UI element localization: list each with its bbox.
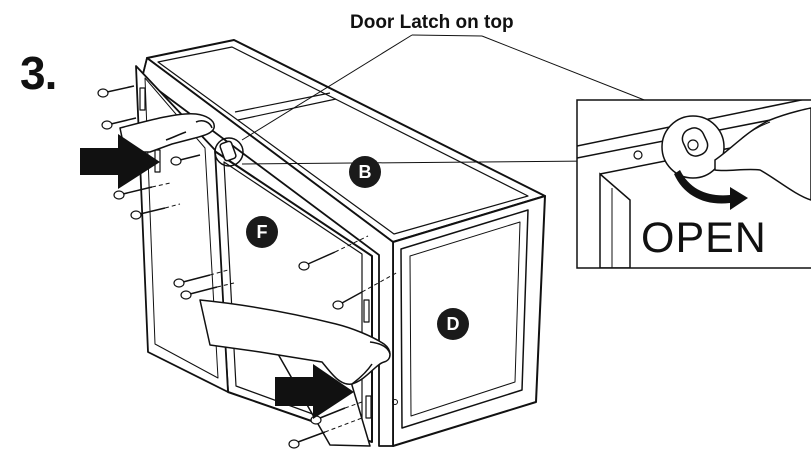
screw-icon: [180, 282, 235, 300]
knob: [392, 399, 398, 405]
curved-arrow-icon: [674, 170, 748, 210]
screw-icon: [288, 417, 363, 449]
hand-icon: [199, 299, 391, 385]
hinge: [365, 395, 372, 419]
screws: [97, 85, 399, 449]
part-label-f: F: [246, 216, 278, 248]
screw-icon: [170, 154, 201, 166]
callout-detail: [576, 99, 811, 269]
latch-icon: [214, 137, 244, 167]
callout-title: Door Latch on top: [350, 12, 514, 33]
screw-icon: [298, 235, 369, 271]
arrow-right-icon: [275, 364, 354, 419]
screw-icon: [113, 182, 171, 200]
part-label-b: B: [349, 156, 381, 188]
screw-icon: [130, 203, 181, 220]
side-panel: [392, 195, 546, 447]
step-number: 3.: [20, 47, 57, 99]
part-label-d: D: [437, 308, 469, 340]
screw-icon: [101, 117, 137, 130]
hinge: [363, 299, 370, 323]
hand-icon: [119, 112, 215, 153]
screw-icon: [97, 85, 135, 98]
hinge: [139, 87, 146, 111]
arrow-right-icon: [80, 134, 160, 189]
open-label: OPEN: [641, 214, 767, 262]
screw-icon: [173, 269, 229, 288]
screw-icon: [332, 271, 399, 310]
